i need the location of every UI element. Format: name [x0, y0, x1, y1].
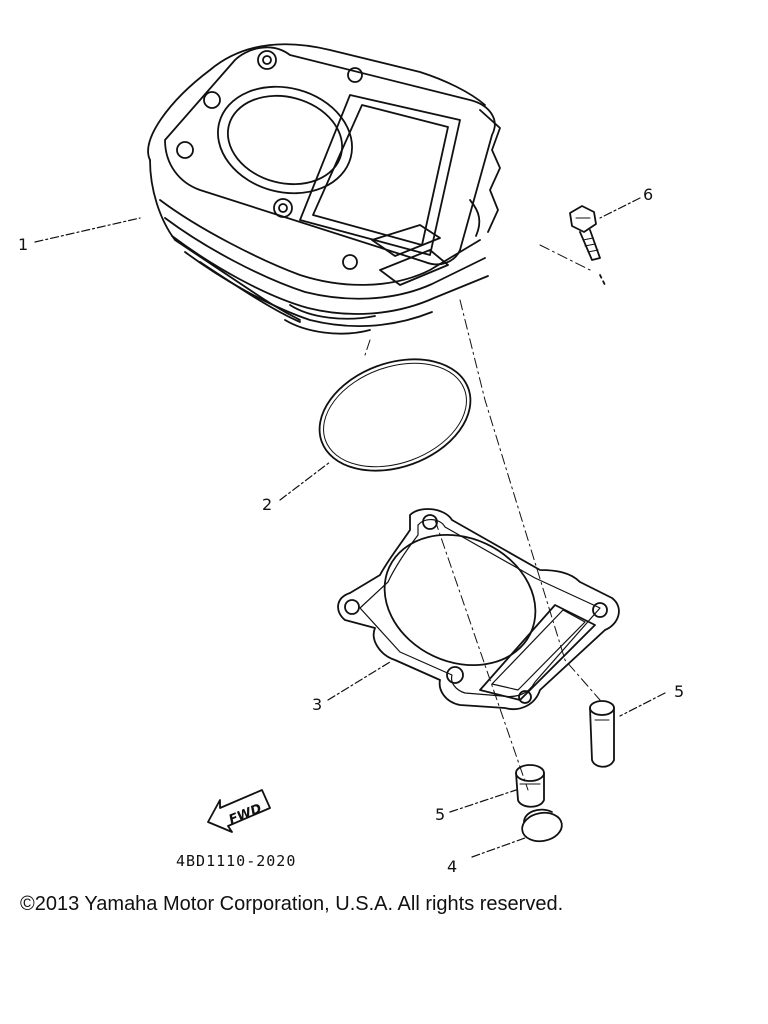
- dowel-pin-right: [590, 701, 614, 767]
- exploded-parts-diagram: 1 2 3 4 5 5 6 FWD 4BD1110-2020: [18, 0, 684, 876]
- callout-6: 6: [643, 185, 653, 204]
- callout-3: 3: [312, 695, 322, 714]
- plug-cap-part: [520, 810, 564, 845]
- callout-5-lower: 5: [435, 805, 445, 824]
- base-gasket-part: [338, 509, 619, 709]
- o-ring-part: [304, 339, 486, 490]
- leader-lines: [35, 198, 665, 857]
- fwd-label: FWD: [227, 801, 264, 828]
- callout-1: 1: [18, 235, 28, 254]
- callout-2: 2: [262, 495, 272, 514]
- callout-5-right: 5: [674, 682, 684, 701]
- cylinder-part: [148, 44, 500, 333]
- fwd-arrow-icon: [208, 790, 270, 832]
- alignment-lines: [365, 245, 600, 790]
- dowel-pin-lower: [516, 765, 544, 807]
- part-number: 4BD1110-2020: [176, 852, 296, 870]
- callout-4: 4: [447, 857, 457, 876]
- copyright-notice: ©2013 Yamaha Motor Corporation, U.S.A. A…: [20, 893, 564, 915]
- bolt-part: [570, 206, 605, 285]
